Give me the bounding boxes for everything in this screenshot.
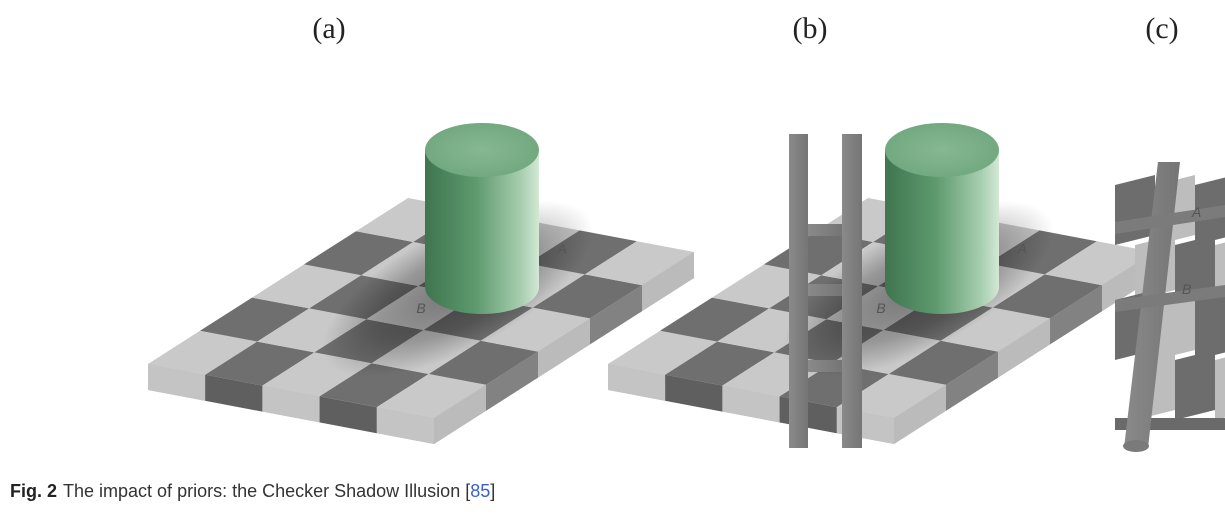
green-cylinder [885,150,999,314]
checker-square [1115,175,1155,245]
panel-label-a: (a) [312,12,346,45]
square-label-a: A [1017,241,1027,257]
gray-bar [808,360,842,372]
checker-square [319,363,429,408]
checker-square [532,274,642,319]
board-edge-segment [148,364,206,401]
checker-square [665,341,775,386]
checker-square [304,231,414,276]
checkerboard-b: AB [608,123,1154,448]
board-edge-segment [434,384,486,444]
cylinder-top [425,123,539,177]
checker-square [252,264,362,309]
square-label-a: A [557,241,567,257]
board-edge-segment [642,252,694,312]
checker-square [888,340,998,385]
board-edge-segment [722,385,780,423]
checker-square [205,341,315,386]
gray-bar [808,284,842,296]
checkerboard-c: AB [1115,162,1225,452]
figure-number: Fig. 2 [10,481,58,501]
square-label-a: A [1191,204,1201,220]
checker-square [376,374,486,418]
checker-square [1175,235,1215,300]
caption-ref-open: [ [465,481,471,501]
board-edge-segment [998,318,1050,378]
board-edge-segment [262,385,320,423]
board-edge-segment [946,351,998,411]
board-edge-segment [894,384,946,444]
checker-square [836,374,946,418]
panel-label-b: (b) [792,12,828,45]
checkerboard-a: AB [148,123,694,444]
checker-square [1215,357,1225,420]
gray-bar [1115,285,1225,312]
checker-square [480,307,590,352]
square-label-b: B [1182,281,1191,297]
board-edge-segment [376,407,434,444]
board-edge-segment [319,396,377,434]
square-label-b: B [416,300,425,316]
green-cylinder [425,150,539,314]
checker-square [584,241,694,286]
panel-label-c: (c) [1145,12,1179,45]
checker-square [608,330,718,375]
board-edge-segment [608,364,666,401]
caption-text: The impact of priors: the Checker Shadow… [63,481,466,501]
board-edge-segment [538,318,590,378]
gray-bar [789,134,808,448]
checker-square [1044,241,1154,286]
checker-square [660,297,770,342]
caption-ref-close: ] [490,481,496,501]
board-edge-segment [1050,285,1102,345]
board-edge-segment [486,351,538,411]
board-edge-segment [590,285,642,345]
checker-square [992,274,1102,319]
checker-square [200,297,310,342]
gray-bar [1115,205,1225,234]
gray-bar [842,134,862,448]
checker-shadow-figure: AB AB AB [148,123,1225,452]
checker-square [148,330,258,375]
checker-square [1195,292,1225,360]
cylinder-top [885,123,999,177]
checker-square [428,340,538,385]
checker-square [1155,290,1195,360]
bar-end [1123,440,1149,452]
checker-square [1175,350,1215,420]
gray-bar [808,224,842,236]
square-label-b: B [876,300,885,316]
citation-link[interactable]: 85 [470,481,491,501]
board-edge-segment [205,374,263,412]
board-edge-segment [665,374,723,412]
checker-square [940,307,1050,352]
